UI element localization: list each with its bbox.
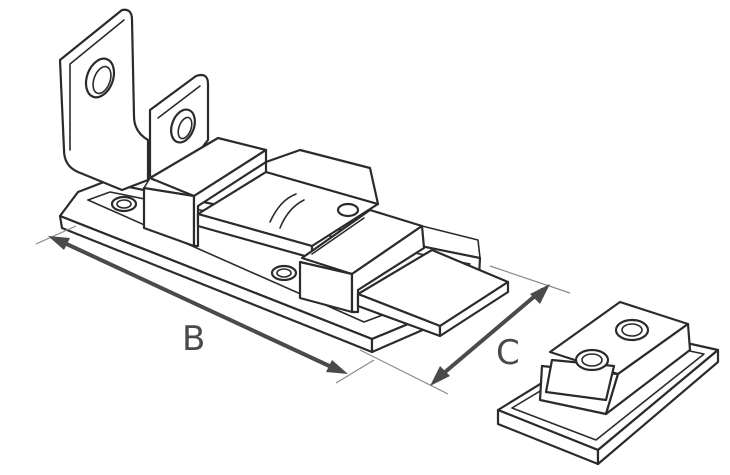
dimension-c-extension-bottom [359,349,449,395]
dimension-c-extension-top [489,265,571,294]
dimension-c-line [436,288,544,380]
upright-tab-tall [58,8,150,192]
dimension-b-arrow-right [326,360,348,374]
dimension-c-arrow-bottom [430,366,450,386]
base-screw-hole-left [110,195,138,213]
bolt-tongue [356,225,510,338]
bolt-housing-left [142,136,268,248]
base-screw-hole-right [270,264,298,282]
dimension-c-label: C [496,333,520,373]
dimension-b-arrow-left [48,236,70,250]
strike-plate [496,300,720,466]
dimension-b-extension-left [35,225,77,245]
dimension-c: C [359,265,571,395]
dimension-b: B [35,225,375,384]
bolt-housing-right [298,208,426,314]
dimension-b-label: B [182,319,205,359]
dimension-b-line [56,238,340,372]
dimension-c-arrow-top [530,284,550,304]
dimension-b-extension-right [335,359,375,384]
bolt-slide-body [196,148,380,260]
